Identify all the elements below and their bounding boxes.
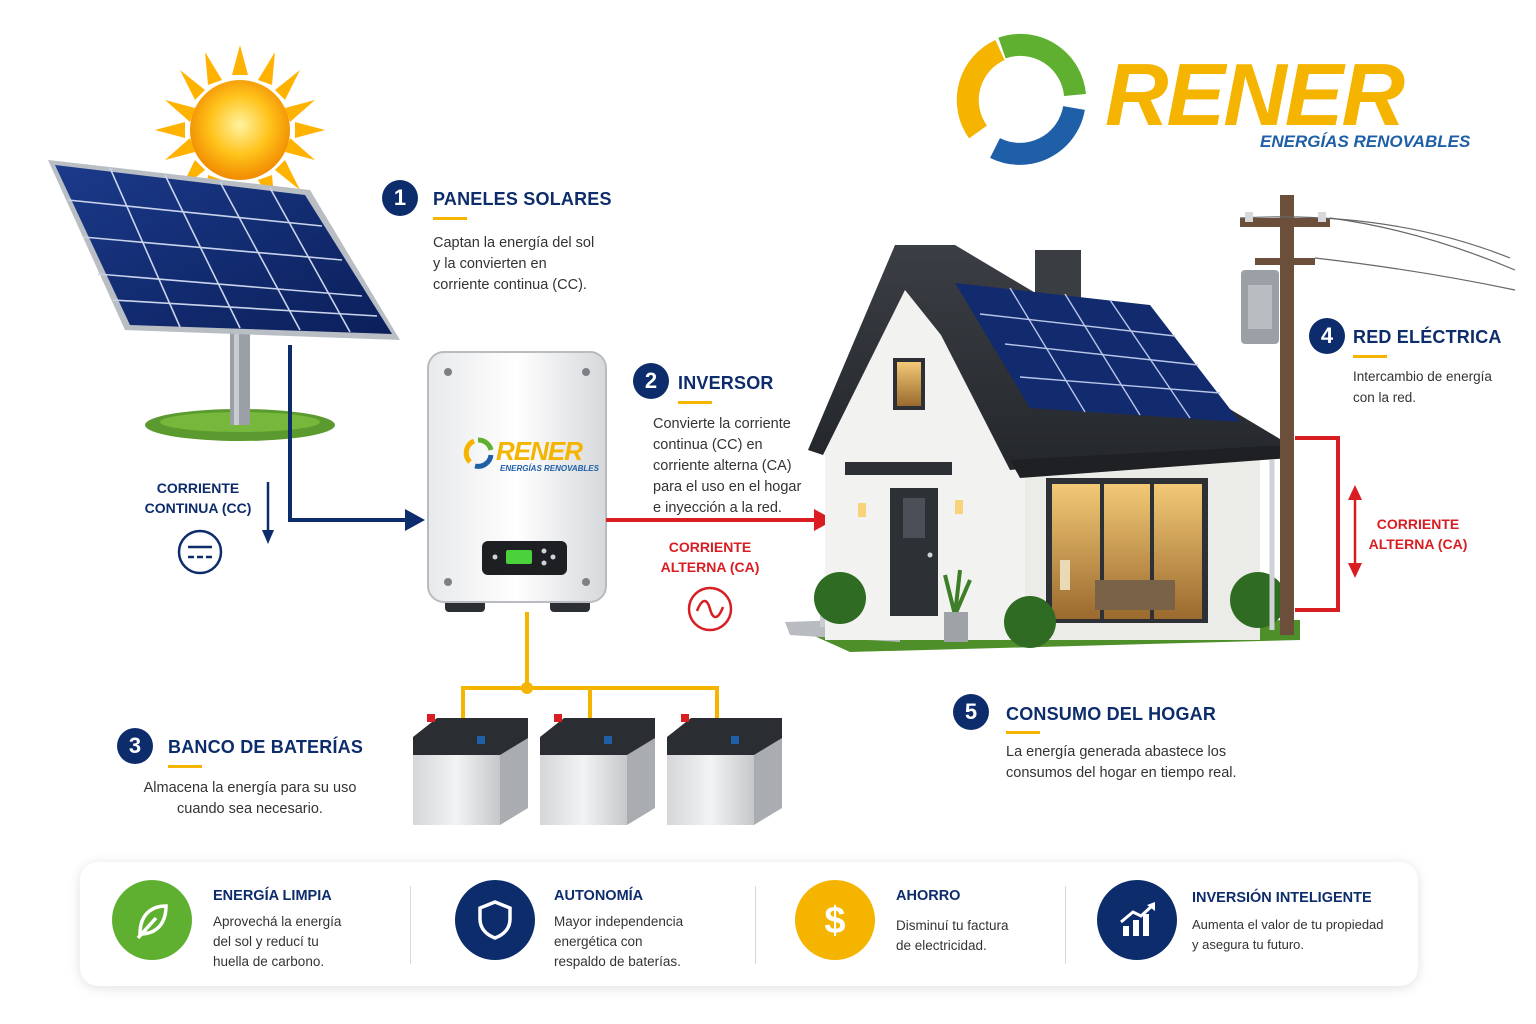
step-3-underline [168,765,202,768]
leaf-icon [112,880,192,960]
utility-pole [1239,195,1516,635]
inverter-device [427,351,607,612]
step-3-title: BANCO DE BATERÍAS [168,737,364,757]
step-4-underline [1353,355,1387,358]
benefit-divider [1065,886,1066,964]
brand-name: RENER [1105,45,1405,144]
benefit-savings-title: AHORRO [896,888,961,904]
grid-ac-loop [1295,436,1340,612]
dc-wire [288,345,408,522]
step-2-title: INVERSOR [678,373,774,393]
benefit-divider [755,886,756,964]
battery-2 [540,714,655,825]
dc-wire-arrow [405,509,425,531]
house-illustration [785,245,1300,652]
benefit-autonomy-title: AUTONOMÍA [554,888,644,904]
ac-wire-arrow [814,509,834,531]
step-2-number: 2 [633,363,669,399]
ac-symbol-icon [687,586,733,632]
step-1-underline [433,217,467,220]
battery-3 [667,714,782,825]
step-1-title: PANELES SOLARES [433,189,612,209]
step-2-underline [678,401,712,404]
dc-symbol-icon [177,529,223,575]
step-4-number: 4 [1309,318,1345,354]
battery-bank [413,714,782,825]
step-5-underline [1006,731,1040,734]
sun-icon [155,45,325,215]
growth-chart-icon [1097,880,1177,960]
brand-tagline: ENERGÍAS RENOVABLES [1260,132,1471,151]
step-1-number: 1 [382,180,418,216]
rener-logo-icon [956,33,1086,165]
battery-1 [413,714,528,825]
benefit-divider [410,886,411,964]
shield-icon [455,880,535,960]
inverter-brand-name: RENER [496,436,583,466]
solar-panel-array [48,160,400,441]
svg-text:$: $ [824,900,845,942]
step-5-number: 5 [953,694,989,730]
benefit-smart-investment-title: INVERSIÓN INTELIGENTE [1192,890,1372,906]
battery-wires [461,612,719,722]
benefit-clean-energy-title: ENERGÍA LIMPIA [213,888,332,904]
step-3-number: 3 [117,728,153,764]
step-4-title: RED ELÉCTRICA [1353,327,1502,347]
step-5-title: CONSUMO DEL HOGAR [1006,704,1217,724]
dollar-icon: $ [795,880,875,960]
benefit-smart-investment: INVERSIÓN INTELIGENTE Aumenta el valor d… [1075,862,1418,986]
inverter-brand-tagline: ENERGÍAS RENOVABLES [500,464,599,473]
